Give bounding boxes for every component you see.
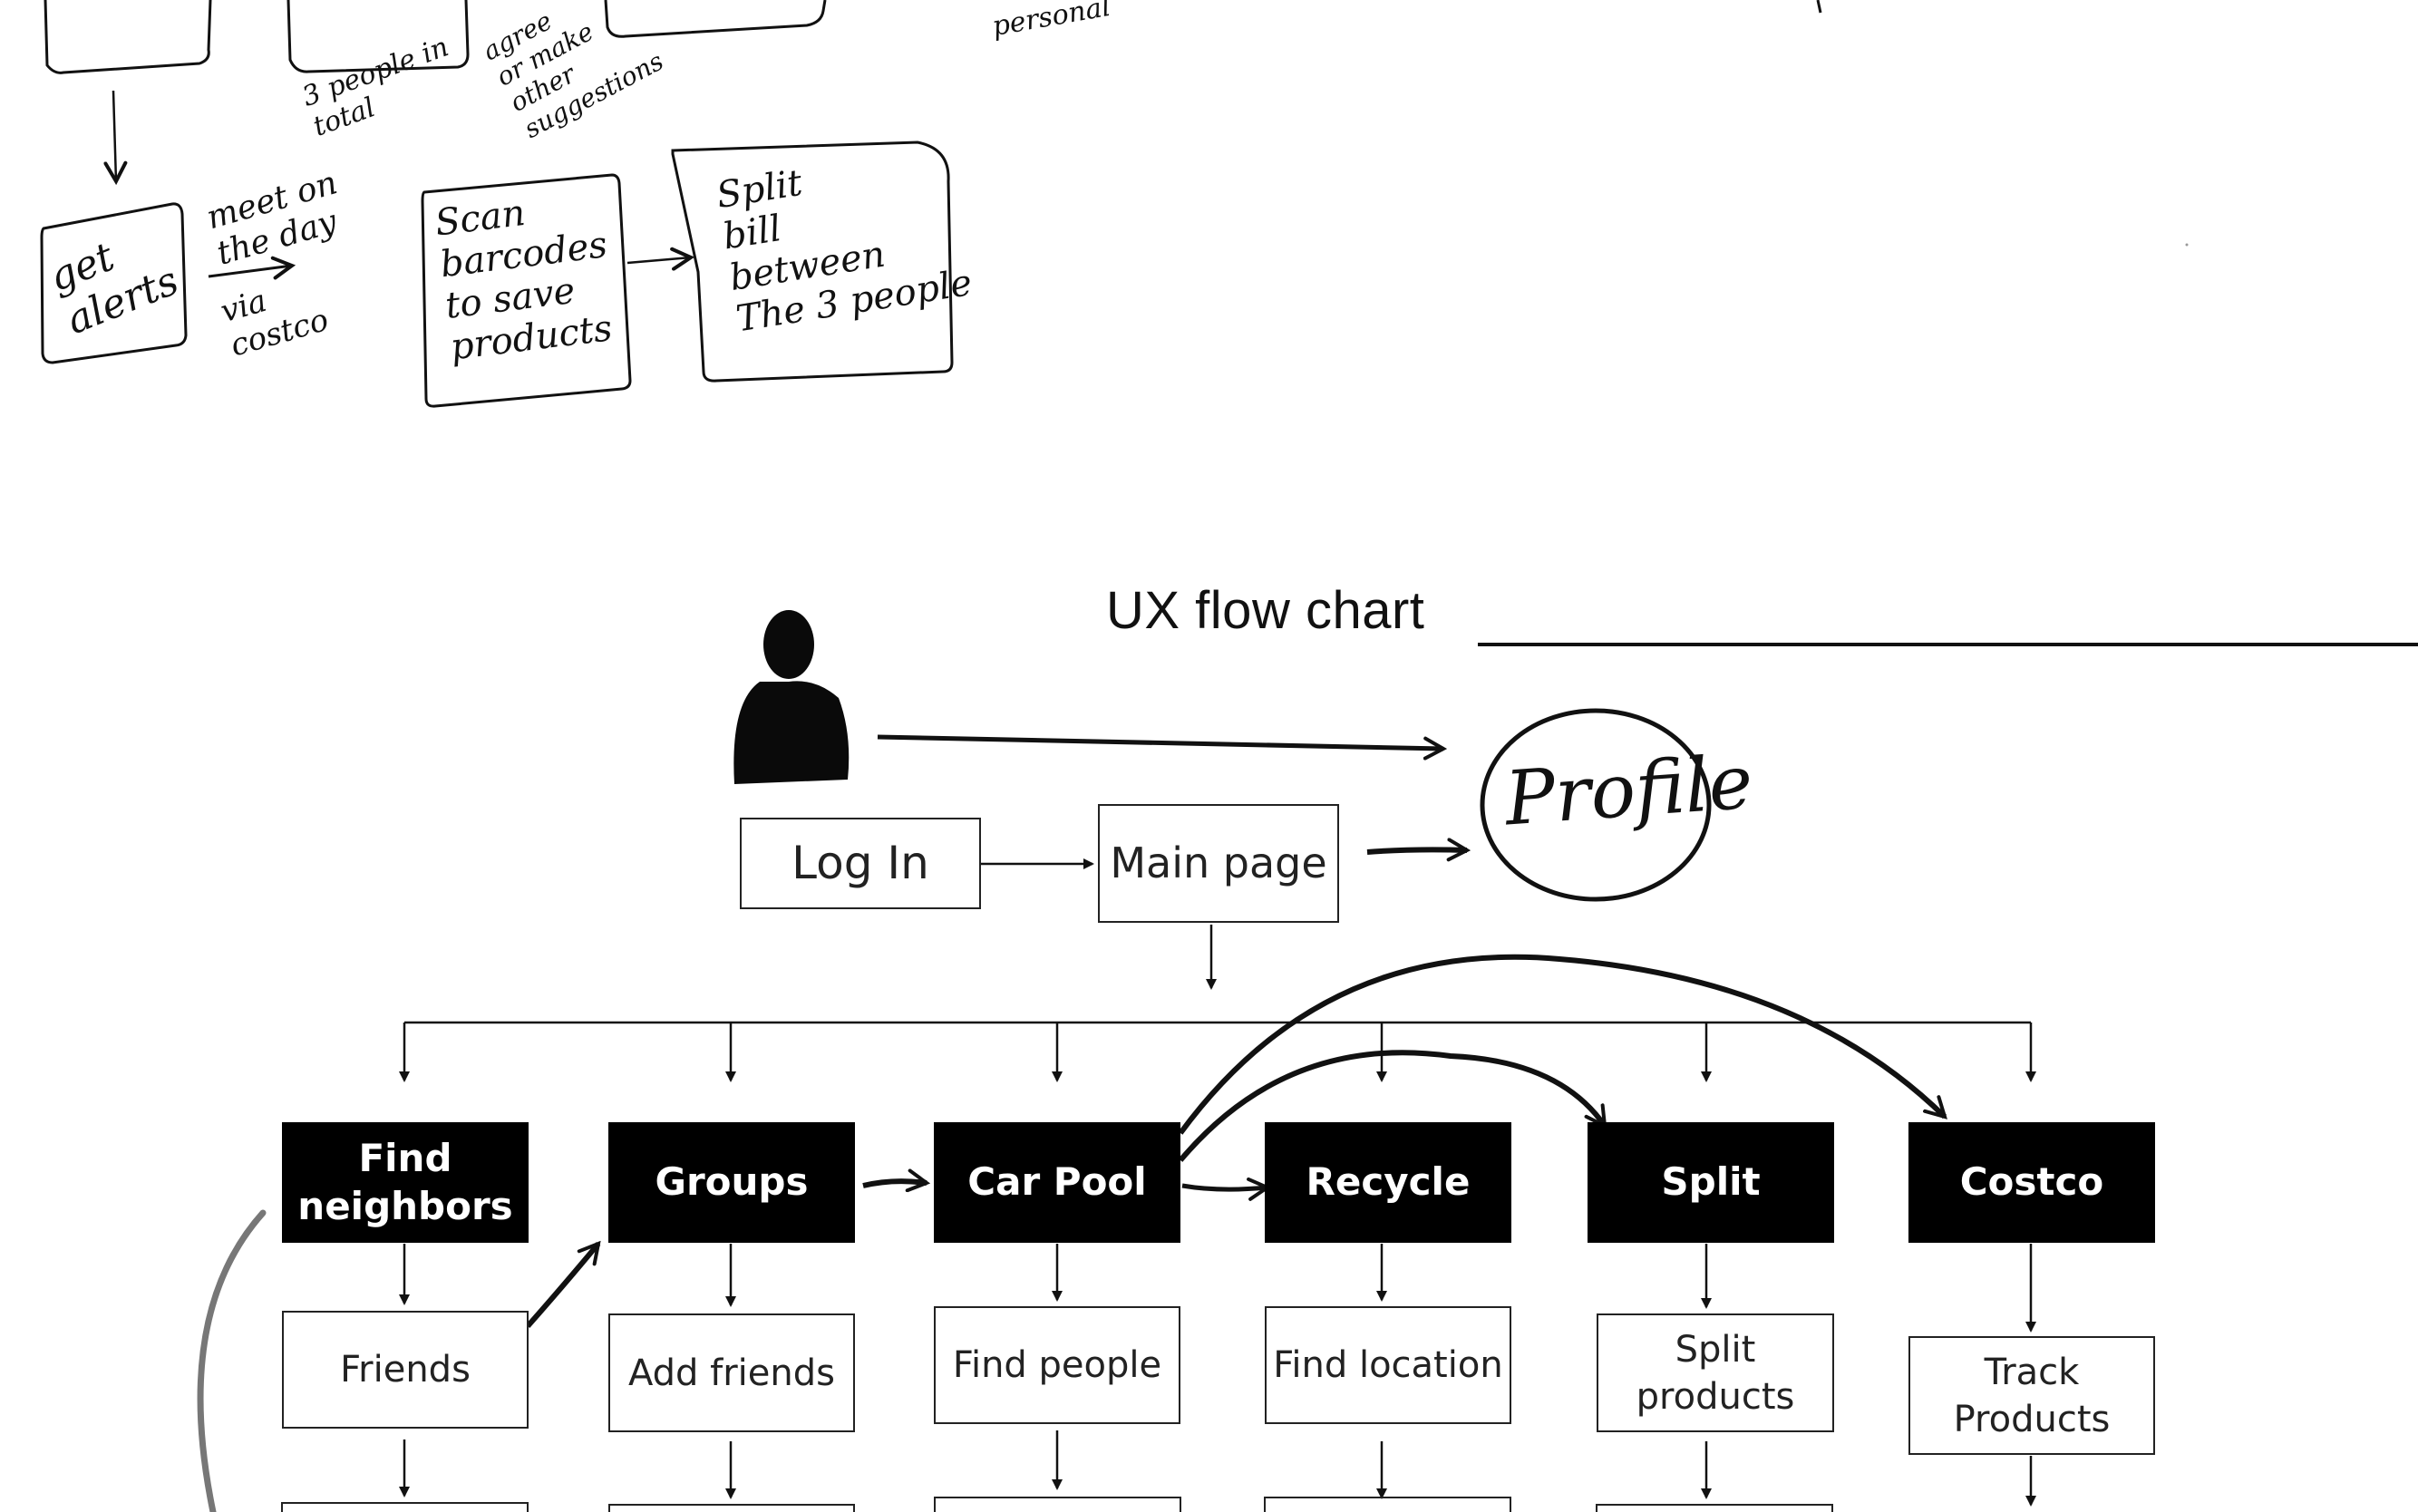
sketch-arrow-down: [113, 90, 116, 181]
sketch-box-1: [44, 0, 212, 74]
node-split-products: Split products: [1597, 1313, 1834, 1432]
node-label: Groups: [655, 1159, 809, 1205]
node-find-location: Find location: [1265, 1306, 1511, 1424]
user-icon: [733, 610, 850, 784]
sketch-box-3: [604, 0, 827, 38]
bottom-cut-boxes: [281, 1497, 1833, 1512]
title-underline: [1478, 643, 2418, 646]
node-find-neighbors: Find neighbors: [282, 1122, 529, 1243]
speck: [2185, 243, 2189, 247]
sketch-arrow-scan: [626, 257, 691, 263]
node-label: Track Products: [1953, 1351, 2111, 1440]
node-label: Add friends: [628, 1352, 835, 1394]
node-recycle: Recycle: [1265, 1122, 1511, 1243]
node-label: Costco: [1959, 1159, 2104, 1205]
node-label: Friends: [340, 1349, 471, 1391]
arrow-groups-to-carpool: [862, 1181, 927, 1186]
arrow-main-to-profile: [1366, 849, 1467, 852]
sketch-partial-mark: [1816, 0, 1822, 14]
node-find-people: Find people: [934, 1306, 1180, 1424]
node-label: Car Pool: [967, 1159, 1147, 1205]
login-label: Log In: [791, 837, 929, 889]
node-car-pool: Car Pool: [934, 1122, 1180, 1243]
child-arrows: [399, 1244, 2036, 1333]
node-label: Split products: [1636, 1328, 1795, 1418]
arrow-friends-to-groups: [525, 1244, 598, 1328]
node-label: Recycle: [1306, 1159, 1471, 1205]
lower-arrows: [399, 1430, 2036, 1507]
node-label: Find people: [952, 1344, 1162, 1386]
node-groups: Groups: [608, 1122, 855, 1243]
sketch-box-2: [286, 0, 470, 73]
sketch-arrow-meet: [208, 266, 292, 276]
node-friends: Friends: [282, 1311, 529, 1429]
arrow-carpool-to-recycle: [1181, 1186, 1267, 1189]
login-node: Log In: [740, 818, 981, 909]
node-label: Find neighbors: [297, 1136, 513, 1228]
node-label: Find location: [1273, 1344, 1503, 1386]
sketch-box-scan: [421, 173, 632, 408]
sketch-box-alerts: [40, 202, 188, 364]
profile-label: Profile: [1501, 739, 1756, 843]
sketch-scan-text: Scan barcodes to save products: [432, 191, 615, 369]
node-label: Split: [1661, 1159, 1761, 1205]
arrow-carpool-to-split: [1178, 1050, 1607, 1162]
sketch-box-split: [671, 141, 954, 383]
pencil-arc: [197, 1209, 267, 1512]
node-track-products: Track Products: [1908, 1336, 2155, 1455]
main-page-node: Main page: [1098, 804, 1339, 923]
node-add-friends: Add friends: [608, 1313, 855, 1432]
arrow-user-to-profile: [877, 734, 1443, 749]
node-costco: Costco: [1908, 1122, 2155, 1243]
page-title: UX flow chart: [1106, 581, 1425, 640]
profile-circle: [1480, 708, 1712, 902]
node-split: Split: [1588, 1122, 1834, 1243]
main-page-label: Main page: [1110, 838, 1327, 887]
bus-drops: [399, 1023, 2036, 1082]
arrow-carpool-to-costco: [1178, 954, 1945, 1135]
